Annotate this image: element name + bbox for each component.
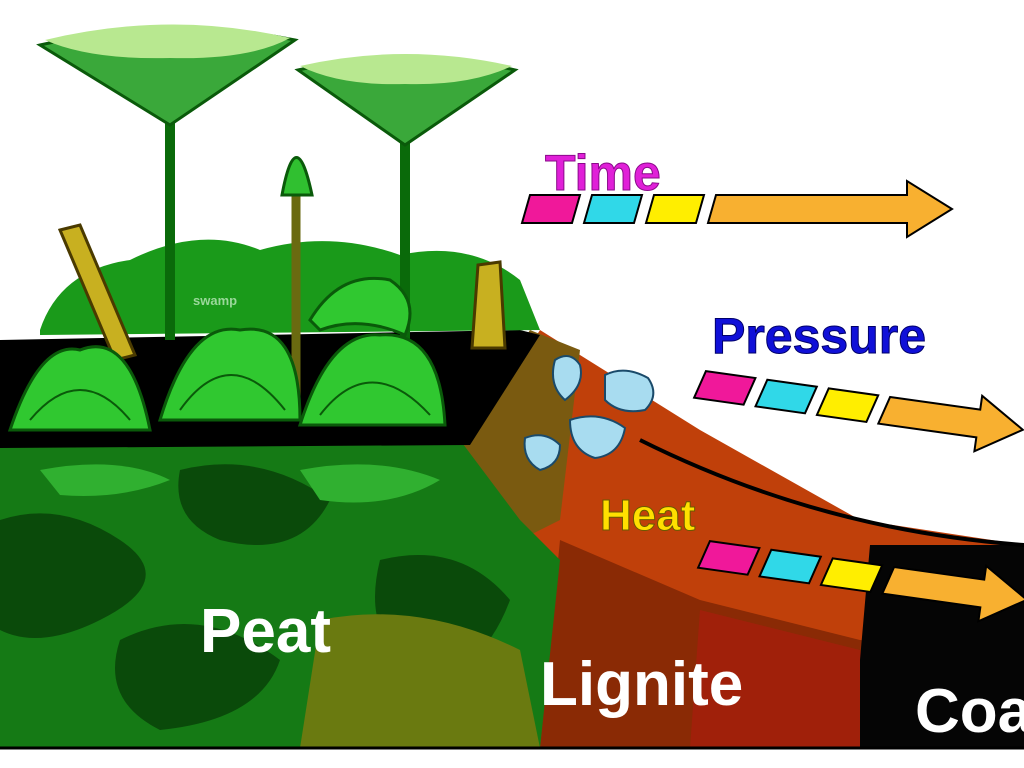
peat-dark-1 <box>0 513 146 638</box>
time-arrow-shape <box>520 179 954 239</box>
peat-light-1 <box>40 464 170 496</box>
arrow-segment <box>758 548 823 585</box>
peat-dark-2 <box>178 464 330 545</box>
fern-icon <box>157 327 302 422</box>
water-drop-icon <box>568 415 627 460</box>
arrow-segment <box>696 540 761 576</box>
arrow-segment <box>582 194 644 224</box>
heat-label: Heat <box>600 491 696 540</box>
arrow-segment <box>644 194 706 224</box>
stump-icon <box>57 223 138 362</box>
stump-icon <box>470 260 507 350</box>
arrow-segment <box>819 557 884 594</box>
arrow-segment <box>692 370 757 406</box>
arrow-segment <box>815 387 880 424</box>
lignite-label: Lignite <box>540 650 743 719</box>
fern-icon <box>297 333 447 427</box>
water-drop-icon <box>523 434 562 472</box>
coal-label: Coa <box>915 677 1024 746</box>
arrow-segment <box>754 378 819 415</box>
water-drop-icon <box>604 369 655 413</box>
fern-icon <box>308 276 412 337</box>
water-droplets <box>523 355 655 472</box>
heat-arrow-shape <box>696 540 1024 623</box>
time-label: Time <box>545 145 661 201</box>
water-drop-icon <box>552 355 582 402</box>
arrow-head <box>706 179 954 239</box>
arrow-segment <box>520 194 582 224</box>
swamp-vegetation: swamp <box>7 24 540 432</box>
peat-olive <box>300 614 540 748</box>
pressure-arrow: Pressure <box>692 308 1024 453</box>
coal-bed-top <box>639 438 1024 547</box>
fern-icon <box>7 345 152 432</box>
pressure-label: Pressure <box>712 308 926 364</box>
ground-layers <box>0 330 1024 750</box>
time-arrow: Time <box>520 145 954 239</box>
swamp-label: swamp <box>193 293 237 308</box>
pressure-arrow-shape <box>692 370 1024 453</box>
tree-fern-icon <box>294 54 519 345</box>
tree-fern-icon <box>36 24 299 340</box>
arrow-head <box>876 393 1024 453</box>
arrow-head <box>880 563 1024 623</box>
heat-arrow: Heat <box>600 491 1024 623</box>
peat-light-2 <box>300 464 440 503</box>
horsetail-icon <box>280 156 314 400</box>
peat-dark-3 <box>115 624 280 730</box>
peat-label: Peat <box>200 597 331 666</box>
lignite-deep-red <box>690 610 880 748</box>
